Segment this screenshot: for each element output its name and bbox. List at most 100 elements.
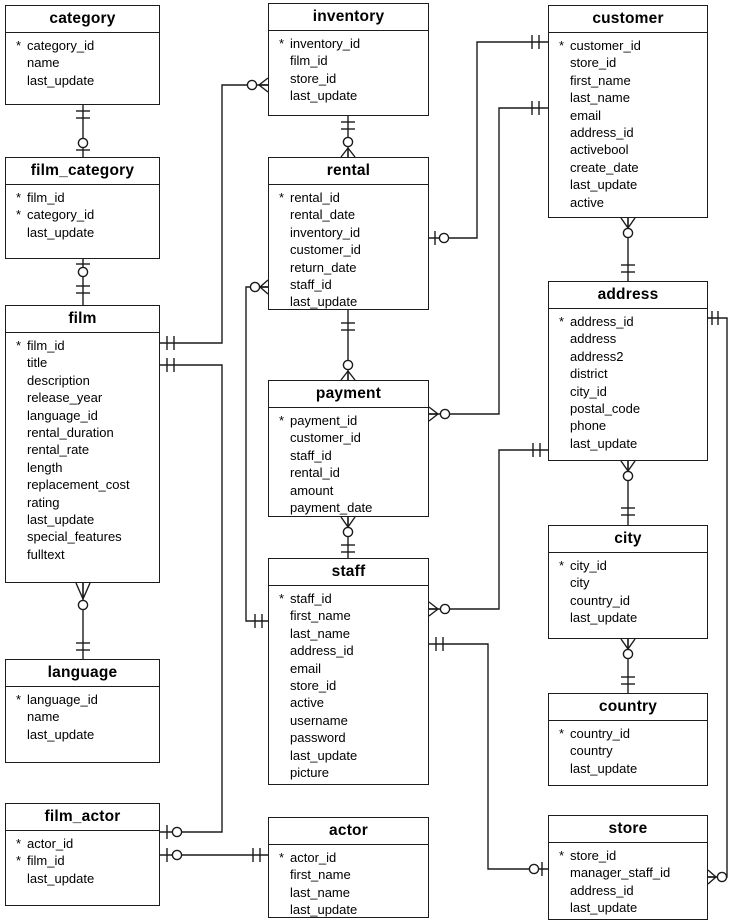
pk-marker-empty <box>279 642 290 659</box>
field-category-last_update: last_update <box>6 72 159 89</box>
field-name: film_id <box>27 190 65 205</box>
pk-marker-empty <box>279 729 290 746</box>
relationship-payment-staff <box>340 516 356 558</box>
field-name: actor_id <box>27 836 74 851</box>
pk-marker-empty <box>279 429 290 446</box>
field-name: last_update <box>290 294 358 310</box>
pk-marker-empty <box>559 54 570 71</box>
field-name: last_update <box>27 72 95 88</box>
pk-marker-empty <box>559 417 570 434</box>
pk-marker-empty <box>279 259 290 276</box>
field-name: address_id <box>570 314 634 329</box>
field-customer-email: email <box>549 107 707 124</box>
pk-marker-empty <box>16 354 27 371</box>
field-name: category_id <box>27 207 95 223</box>
field-country-country: country <box>549 742 707 759</box>
field-name: film_id <box>27 853 65 869</box>
field-name: active <box>570 194 604 210</box>
field-film_category-film_id: *film_id <box>6 189 159 206</box>
pk-marker-empty <box>16 726 27 743</box>
field-film_actor-actor_id: *actor_id <box>6 835 159 852</box>
field-store-store_id: *store_id <box>549 847 707 864</box>
field-name: last_update <box>290 902 358 918</box>
primary-key-marker: * <box>279 413 285 428</box>
field-name: rental_id <box>290 190 340 205</box>
table-title-payment: payment <box>269 381 428 408</box>
pk-marker-empty <box>559 72 570 89</box>
field-address-phone: phone <box>549 417 707 434</box>
field-inventory-store_id: store_id <box>269 70 428 87</box>
field-staff-email: email <box>269 660 428 677</box>
pk-marker-empty <box>279 206 290 223</box>
field-name: first_name <box>290 867 351 883</box>
pk-marker-empty <box>279 499 290 516</box>
field-address-postal_code: postal_code <box>549 400 707 417</box>
field-name: inventory_id <box>290 224 361 240</box>
field-name: store_id <box>290 70 337 86</box>
field-film_category-last_update: last_update <box>6 224 159 241</box>
field-staff-active: active <box>269 694 428 711</box>
table-title-rental: rental <box>269 158 428 185</box>
table-title-film_category: film_category <box>6 158 159 185</box>
field-staff-last_name: last_name <box>269 625 428 642</box>
relationship-rental-staff <box>245 279 269 628</box>
pk-marker-empty <box>279 747 290 764</box>
field-customer-create_date: create_date <box>549 159 707 176</box>
field-name: create_date <box>570 159 639 175</box>
pk-marker-empty <box>279 866 290 883</box>
field-customer-first_name: first_name <box>549 72 707 89</box>
field-name: country_id <box>570 592 630 608</box>
field-staff-store_id: store_id <box>269 677 428 694</box>
field-name: city <box>570 575 590 591</box>
field-customer-last_update: last_update <box>549 176 707 193</box>
field-film-last_update: last_update <box>6 511 159 528</box>
field-staff-username: username <box>269 712 428 729</box>
field-name: password <box>290 730 346 746</box>
pk-marker-empty <box>279 52 290 69</box>
field-customer-customer_id: *customer_id <box>549 37 707 54</box>
primary-key-marker: * <box>16 338 22 353</box>
field-film_actor-film_id: *film_id <box>6 852 159 869</box>
field-name: fulltext <box>27 546 65 562</box>
field-customer-last_name: last_name <box>549 89 707 106</box>
field-payment-customer_id: customer_id <box>269 429 428 446</box>
pk-marker-empty <box>559 899 570 916</box>
field-name: manager_staff_id <box>570 865 671 881</box>
pk-marker-empty <box>279 464 290 481</box>
field-inventory-inventory_id: *inventory_id <box>269 35 428 52</box>
field-name: address <box>570 331 617 347</box>
pk-marker-empty <box>559 107 570 124</box>
pk-marker-empty <box>559 592 570 609</box>
field-film-rental_rate: rental_rate <box>6 441 159 458</box>
field-city-country_id: country_id <box>549 592 707 609</box>
field-name: email <box>290 660 322 676</box>
table-title-country: country <box>549 694 707 721</box>
field-name: staff_id <box>290 276 332 292</box>
pk-marker-empty <box>279 241 290 258</box>
relationship-rental-payment <box>340 310 356 381</box>
field-name: last_update <box>570 900 638 916</box>
field-rental-rental_id: *rental_id <box>269 189 428 206</box>
field-name: customer_id <box>290 430 361 446</box>
field-name: last_update <box>27 870 95 886</box>
relationship-staff-store <box>429 637 548 876</box>
